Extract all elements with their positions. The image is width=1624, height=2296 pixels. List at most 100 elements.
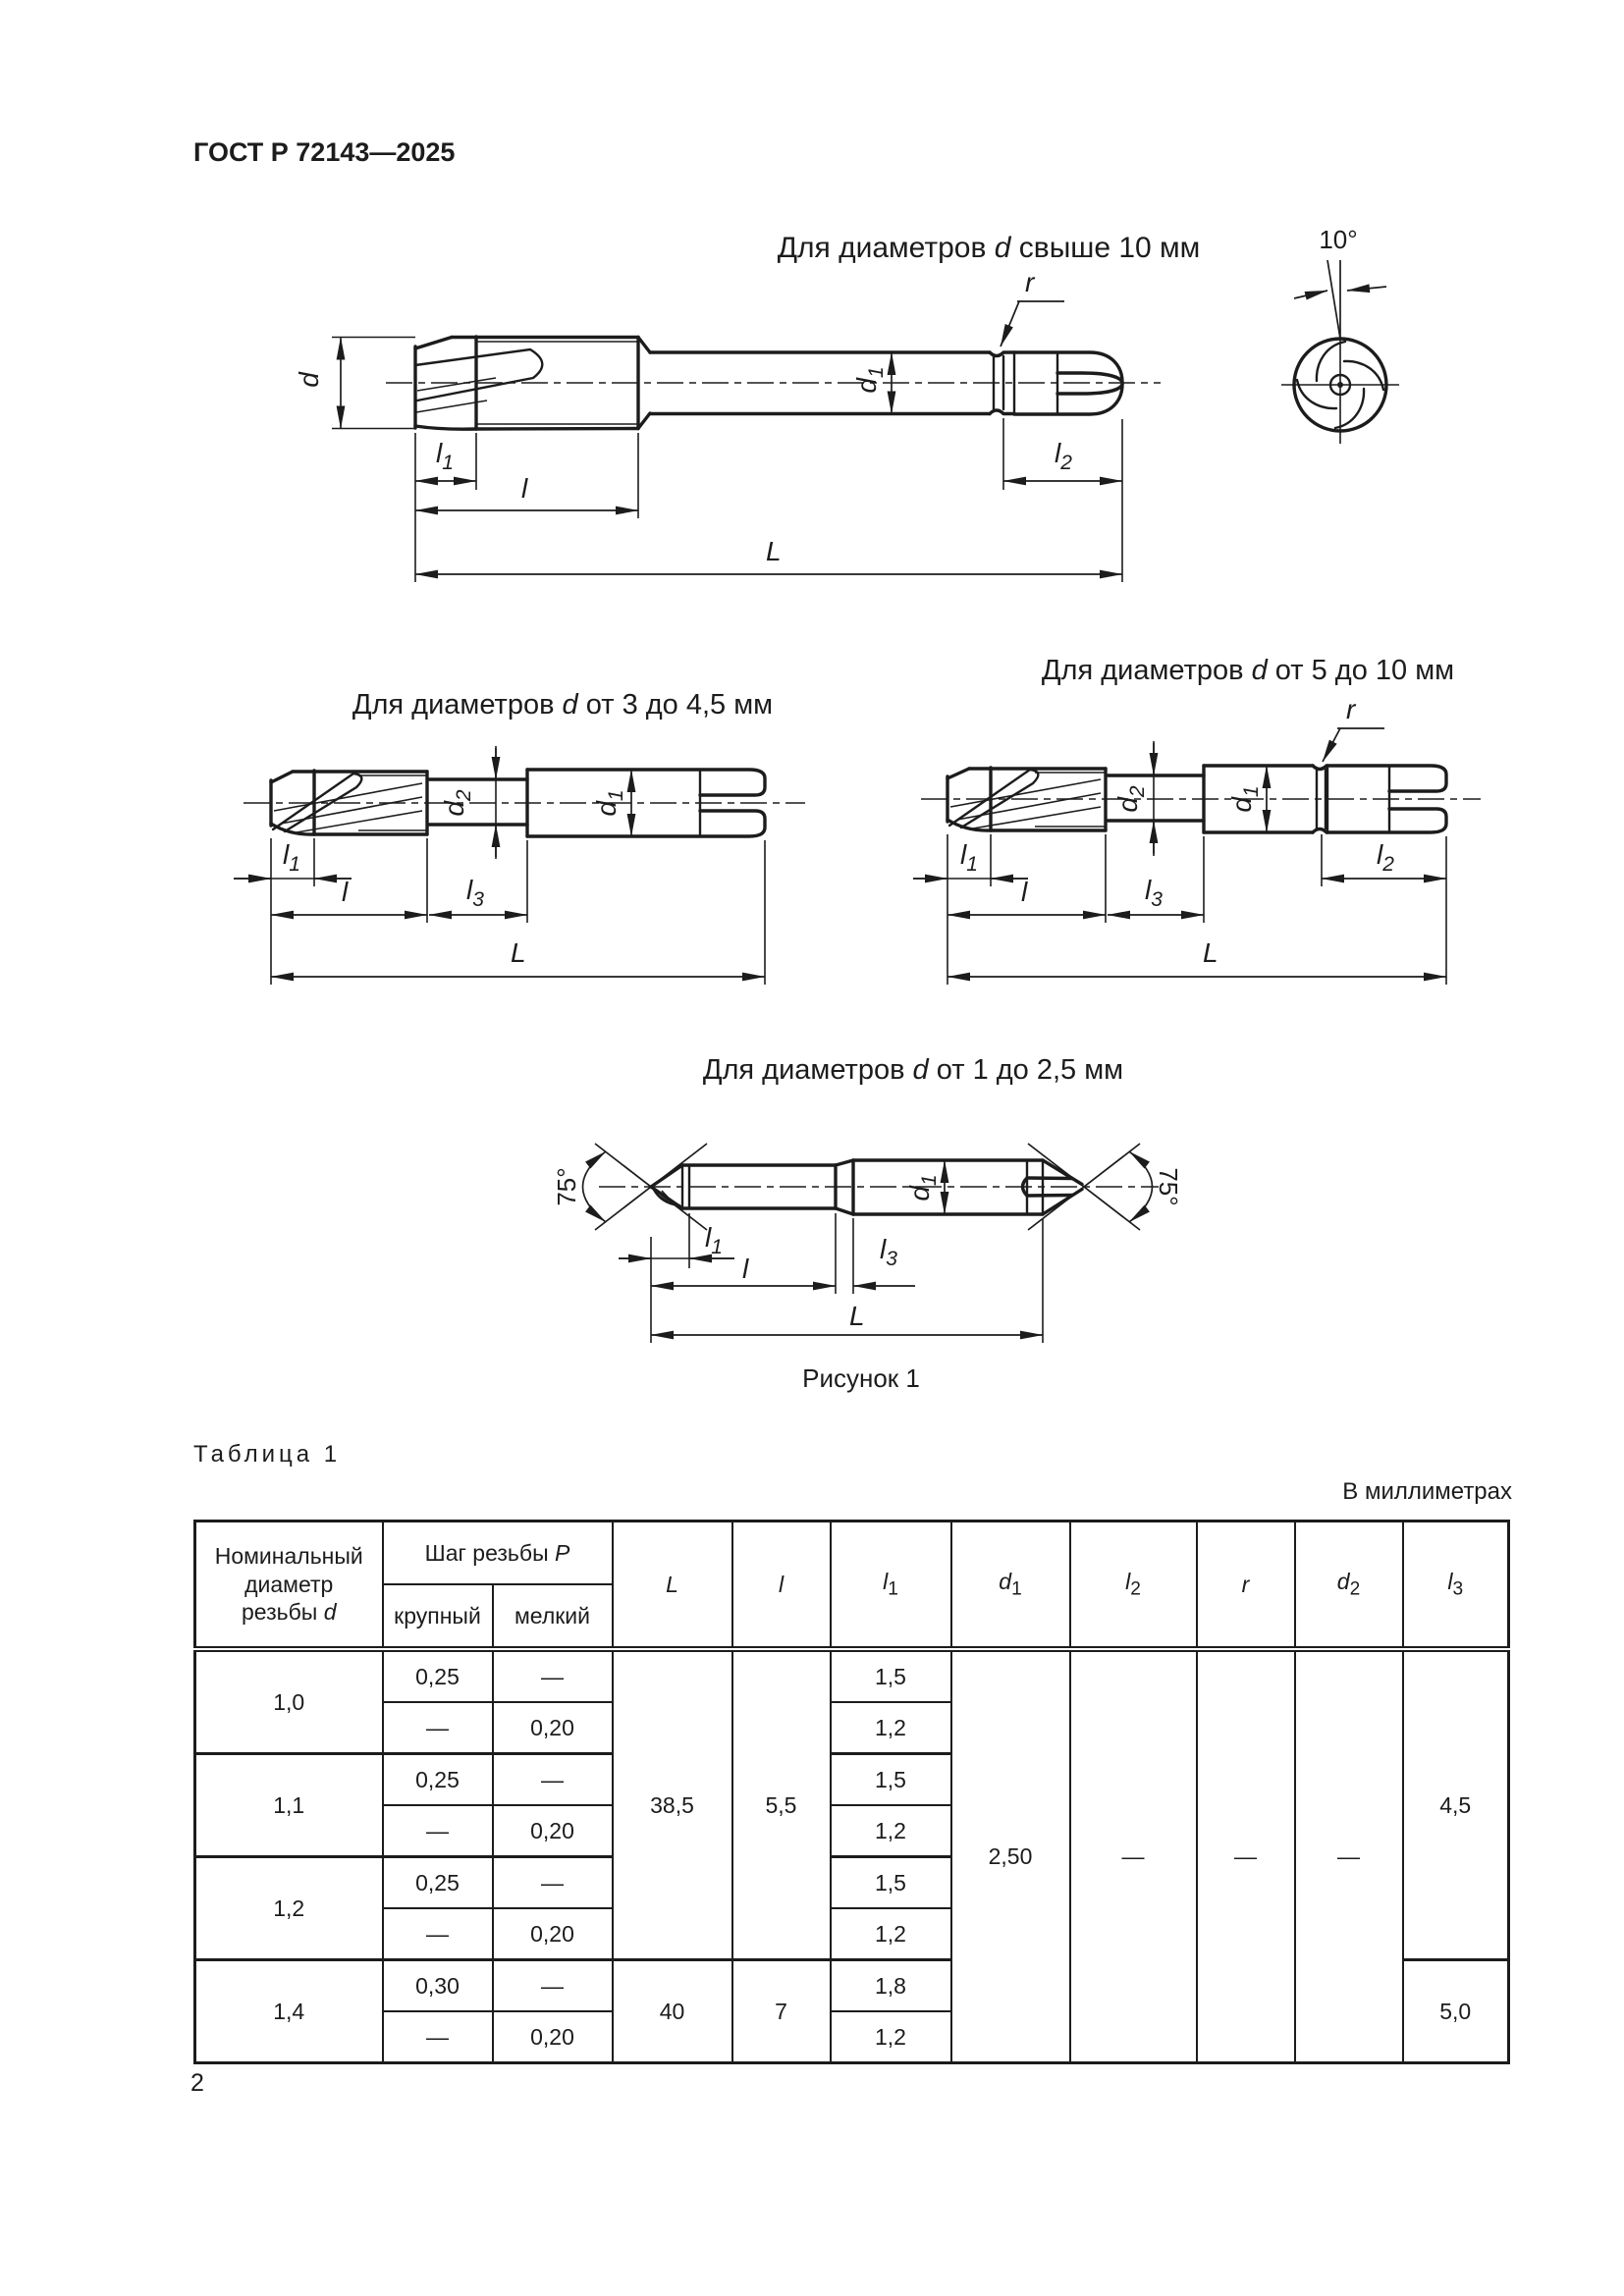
figure-5to10-caption: Для диаметров d от 5 до 10 мм <box>1041 655 1455 686</box>
cell-l3: 5,0 <box>1401 1958 1510 2064</box>
tap-detail-lines <box>413 347 1059 416</box>
end-view: 10° <box>1281 225 1399 444</box>
cell-l1: 1,2 <box>829 1701 952 1755</box>
dim-label-L: L <box>1203 937 1218 968</box>
cell-d2: — <box>1293 1648 1404 2064</box>
dim-label-d1: d1 <box>1226 785 1263 812</box>
col-header-l2: l2 <box>1068 1520 1198 1650</box>
flute <box>413 347 544 402</box>
dim-label-l1: l1 <box>283 839 300 876</box>
table-row: 1,0 0,25 — 38,5 5,5 1,5 2,50 — — — 4,5 <box>193 1648 1510 2064</box>
dim-label-l3: l3 <box>880 1234 897 1270</box>
left-cone-75: 75° <box>552 1143 708 1231</box>
table-row: — 0,20 1,2 <box>195 2010 1509 2064</box>
cell-coarse: — <box>381 2010 494 2064</box>
cell-fine: 0,20 <box>491 1804 614 1858</box>
cell-l1: 1,8 <box>829 1958 952 2012</box>
col-header-L: L <box>611 1520 733 1650</box>
cell-l1: 1,2 <box>829 2010 952 2064</box>
cell-L: 38,5 <box>611 1648 733 1961</box>
tap-outline <box>269 768 767 838</box>
dimensions: l1 l l3 L d1 <box>619 1159 1044 1343</box>
cell-d: 1,1 <box>193 1752 384 1858</box>
document-number: ГОСТ Р 72143—2025 <box>193 137 456 167</box>
flute <box>652 1188 681 1207</box>
figure-over10-caption: Для диаметров d свыше 10 мм <box>777 232 1201 264</box>
table-row: 1,1 0,25 — 1,5 <box>193 1752 1509 1858</box>
tap-detail-lines <box>947 764 1391 834</box>
cell-fine: 0,20 <box>491 2010 614 2064</box>
dim-label-d1: d1 <box>591 789 627 816</box>
dimensions: l1 l l3 L d2 d1 <box>234 746 766 985</box>
thread-lines <box>949 772 1106 829</box>
cell-l1: 1,2 <box>829 1907 952 1961</box>
dimensions-table: Номинальный диаметр резьбы d Шаг резьбы … <box>193 1520 1510 2064</box>
table-label: Таблица 1 <box>193 1441 342 1468</box>
table-row: — 0,20 1,2 <box>195 1804 1509 1858</box>
cell-l1: 1,5 <box>829 1855 952 1909</box>
table-row: 1,4 0,30 — 40 7 1,8 5,0 <box>193 1958 1510 2064</box>
cell-fine: — <box>491 1855 614 1909</box>
cell-fine: 0,20 <box>491 1907 614 1961</box>
cell-l1: 1,5 <box>829 1752 952 1806</box>
right-cone-75: 75° <box>1027 1143 1183 1231</box>
col-header-nominal-diameter: Номинальный диаметр резьбы d <box>193 1520 384 1650</box>
figure-3to45-drawing: l1 l l3 L d2 d1 <box>234 746 805 985</box>
page-number: 2 <box>190 2069 204 2097</box>
cell-d1: 2,50 <box>949 1648 1071 2064</box>
cell-l1: 1,2 <box>829 1804 952 1858</box>
figure-5to10-drawing: l1 l l3 L l2 d2 d1 r <box>913 694 1481 985</box>
dim-label-l: l <box>521 473 528 504</box>
cell-l3: 4,5 <box>1401 1648 1510 1961</box>
flute <box>271 772 363 833</box>
col-header-r: r <box>1195 1520 1296 1650</box>
table-header: Номинальный диаметр резьбы d Шаг резьбы … <box>193 1520 1510 1650</box>
col-header-l1: l1 <box>829 1520 952 1650</box>
figure-1to25-caption: Для диаметров d от 1 до 2,5 мм <box>702 1054 1124 1086</box>
dim-label-l1: l1 <box>436 438 454 474</box>
cell-L: 40 <box>611 1958 733 2064</box>
table-row: — 0,20 1,2 <box>195 1907 1509 1961</box>
cell-l: 5,5 <box>731 1648 832 1961</box>
dim-label-l1: l1 <box>960 839 978 876</box>
col-header-pitch-coarse: крупный <box>381 1583 494 1650</box>
cell-coarse: — <box>381 1804 494 1858</box>
cell-d: 1,0 <box>193 1648 384 1755</box>
tap-outline <box>946 764 1448 834</box>
tip-hatch <box>657 1190 675 1204</box>
figure-over10-drawing: d d1 l1 l L l2 r <box>294 225 1399 582</box>
cell-l2: — <box>1068 1648 1198 2064</box>
angle-label-10deg: 10° <box>1319 225 1357 254</box>
table-row: 1,2 0,25 — 1,5 <box>193 1855 1509 1961</box>
dim-label-d2: d2 <box>1112 785 1149 813</box>
cell-d: 1,4 <box>193 1958 384 2064</box>
extension-lines <box>947 741 1447 985</box>
angle-label-75deg-right: 75° <box>1154 1167 1183 1205</box>
figure-1to25-drawing: 75° 75° <box>552 1143 1183 1343</box>
dim-label-d1: d1 <box>851 366 888 393</box>
cell-coarse: 0,25 <box>381 1855 494 1909</box>
tap-outline <box>413 335 1124 431</box>
flute <box>947 768 1040 829</box>
col-header-pitch: Шаг резьбы P <box>381 1520 614 1585</box>
dim-label-d2: d2 <box>439 789 475 817</box>
figure-label: Рисунок 1 <box>802 1363 920 1393</box>
dim-label-l2: l2 <box>1055 438 1072 474</box>
dim-label-l3: l3 <box>1145 875 1163 911</box>
figure-3to45-caption: Для диаметров d от 3 до 4,5 мм <box>352 689 774 721</box>
dim-label-l: l <box>742 1254 749 1284</box>
cell-coarse: 0,25 <box>381 1752 494 1806</box>
col-header-l3: l3 <box>1401 1520 1510 1650</box>
cell-fine: — <box>491 1648 614 1703</box>
col-header-l: l <box>731 1520 832 1650</box>
table-row: — 0,20 1,2 <box>195 1701 1509 1755</box>
col-header-d1: d1 <box>949 1520 1071 1650</box>
dim-label-l: l <box>1021 877 1028 907</box>
cell-l1: 1,5 <box>829 1648 952 1703</box>
dim-label-r: r <box>1346 694 1357 724</box>
dimensions: l1 l l3 L l2 d2 d1 r <box>913 694 1447 985</box>
dim-label-L: L <box>511 937 526 968</box>
col-header-d2: d2 <box>1293 1520 1404 1650</box>
cell-coarse: 0,30 <box>381 1958 494 2012</box>
